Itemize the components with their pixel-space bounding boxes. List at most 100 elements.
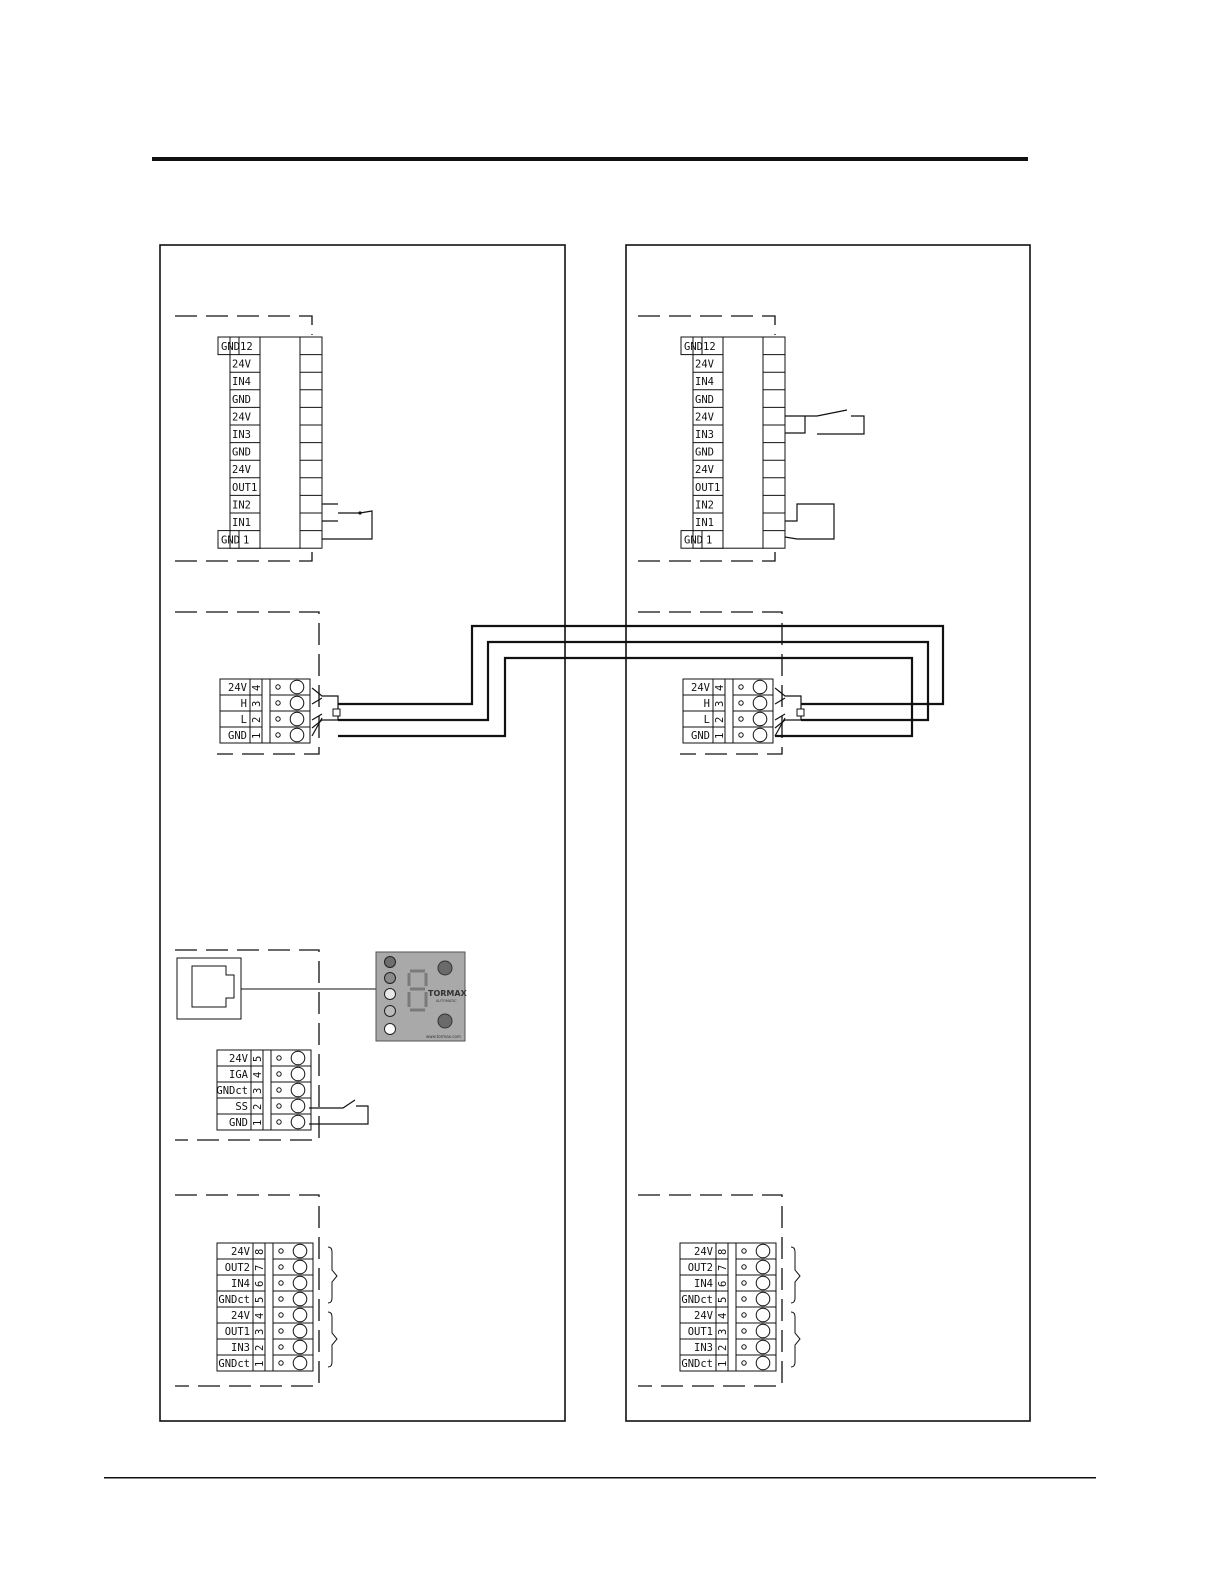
left-ctl-pin-number: 5 [252,1056,264,1062]
right-terminal-label: IN3 [695,429,714,441]
left-terminal-label: IN4 [232,376,251,388]
right-can-pin-number: 2 [714,717,726,723]
panel-brand: TORMAX [428,989,468,998]
right-in-loop [784,503,835,540]
left-io-pin-label: OUT1 [225,1326,250,1338]
left-unit-frame [159,244,566,1422]
right-can-pin-label: L [704,714,710,726]
rj-socket [176,957,242,1020]
left-io-pin-number: 7 [254,1265,266,1271]
left-terminal-label: GND [221,535,240,547]
right-terminal-label: GND [695,447,714,459]
right-terminal-label: IN1 [695,517,714,529]
right-io-pin-number: 6 [717,1281,729,1287]
left-terminal-label: OUT1 [232,482,257,494]
right-io-pin-number: 7 [717,1265,729,1271]
left-io-pin-number: 5 [254,1297,266,1303]
left-io-pin-number: 8 [254,1249,266,1255]
seven-segment-display [407,969,428,1012]
right-io-pin-label: IN4 [694,1278,713,1290]
left-ctl-pin-number: 2 [252,1104,264,1110]
left-terminal-number-last: 1 [243,535,249,547]
right-can-pin-label: H [704,698,710,710]
right-can-pin-number: 4 [714,685,726,691]
right-terminal-number-last: 1 [706,535,712,547]
left-io-pin-label: 24V [231,1246,251,1258]
right-io-pin-label: OUT1 [688,1326,713,1338]
left-in-jumper [322,503,373,540]
left-terminal-label: 24V [232,359,252,371]
left-ctl-pin-number: 3 [252,1088,264,1094]
left-ctl-pin-label: GND [229,1117,248,1129]
left-terminal-label: GND [232,447,251,459]
left-brace-upper [327,1246,338,1304]
right-can-pin-number: 1 [714,733,726,739]
left-io-pin-label: OUT2 [225,1262,250,1274]
control-panel: TORMAX AUTOMATIC www.tormax.com [375,951,468,1042]
left-io-pin-label: IN3 [231,1342,250,1354]
right-io-pin-label: 24V [694,1310,714,1322]
left-can-pin-number: 1 [251,733,263,739]
left-io-pin-number: 2 [254,1345,266,1351]
left-ctl-pin-number: 1 [252,1120,264,1126]
right-io-pin-label: GNDct [681,1294,713,1306]
right-terminal-label: IN4 [695,376,714,388]
right-io-pin-label: GNDct [681,1358,713,1370]
left-io-pin-label: 24V [231,1310,251,1322]
left-io-pin-number: 3 [254,1329,266,1335]
left-can-pin-label: GND [228,730,247,742]
right-terminal-label: IN2 [695,499,714,511]
left-ctl-pin-label: GNDct [216,1085,248,1097]
left-io-pin-label: GNDct [218,1294,250,1306]
left-can-pin-label: 24V [228,682,248,694]
right-terminal-label: GND [684,341,703,353]
left-ctl-pin-number: 4 [252,1072,264,1078]
left-can-pin-label: H [241,698,247,710]
left-io-pin-number: 1 [254,1361,266,1367]
right-terminal-label: GND [684,535,703,547]
left-ctl-pin-label: SS [235,1101,248,1113]
left-can-pin-number: 2 [251,717,263,723]
right-switch [785,409,865,435]
left-brace-lower [327,1311,338,1368]
right-terminal-label: OUT1 [695,482,720,494]
right-terminal-label: 24V [695,464,715,476]
left-ss-switch [309,1099,369,1125]
right-io-pin-label: OUT2 [688,1262,713,1274]
right-terminal-label: 24V [695,411,715,423]
left-can-pin-label: L [241,714,247,726]
left-io-pin-label: IN4 [231,1278,250,1290]
right-io-pin-number: 8 [717,1249,729,1255]
left-can-pin-number: 3 [251,701,263,707]
header-rule [152,157,1028,161]
right-can-pin-number: 3 [714,701,726,707]
right-terminal-label: 24V [695,359,715,371]
left-ctl-pin-label: 24V [229,1053,249,1065]
left-terminal-label: IN2 [232,499,251,511]
left-ctl-pin-label: IGA [229,1069,249,1081]
left-unit: GND24VIN4GND24VIN3GND24VOUT1IN2IN1GND121… [175,315,468,1387]
left-terminal-label: IN1 [232,517,251,529]
footer-rule [104,1477,1096,1479]
right-terminal-number-first: 12 [703,341,716,353]
right-io-pin-label: 24V [694,1246,714,1258]
left-terminal-label: 24V [232,464,252,476]
left-terminal-number-first: 12 [240,341,253,353]
right-unit-frame [625,244,1031,1422]
right-can-pin-label: GND [691,730,710,742]
right-io-pin-number: 2 [717,1345,729,1351]
panel-url: www.tormax.com [426,1034,461,1039]
left-io-pin-label: GNDct [218,1358,250,1370]
right-io-pin-number: 5 [717,1297,729,1303]
left-terminal-label: GND [221,341,240,353]
right-unit: GND24VIN4GND24VIN3GND24VOUT1IN2IN1GND121… [638,315,865,1387]
right-io-pin-number: 4 [717,1313,729,1319]
